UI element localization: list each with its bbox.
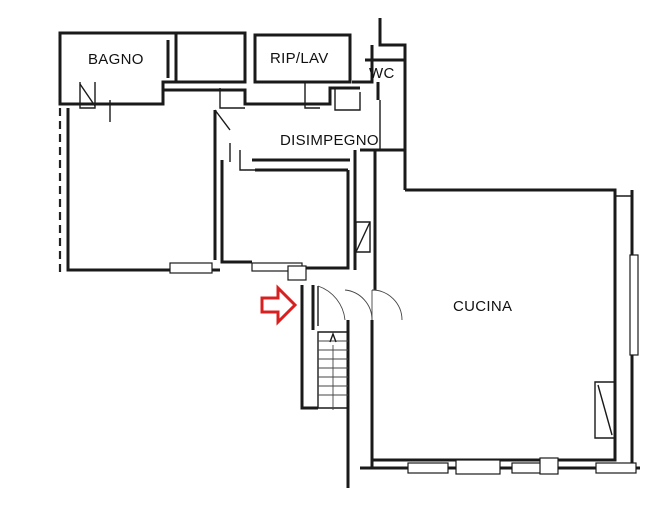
doors <box>109 100 403 326</box>
entrance-arrow-icon <box>260 284 298 326</box>
walls <box>58 18 640 488</box>
room-label-cucina: CUCINA <box>453 298 512 315</box>
room-label-wc: WC <box>369 65 395 82</box>
staircase <box>317 331 349 410</box>
room-label-bagno: BAGNO <box>88 51 144 68</box>
room-label-disimpegno: DISIMPEGNO <box>280 132 379 149</box>
room-label-rip-lav: RIP/LAV <box>270 50 329 67</box>
interior-lines <box>79 82 632 439</box>
windows <box>169 254 639 475</box>
